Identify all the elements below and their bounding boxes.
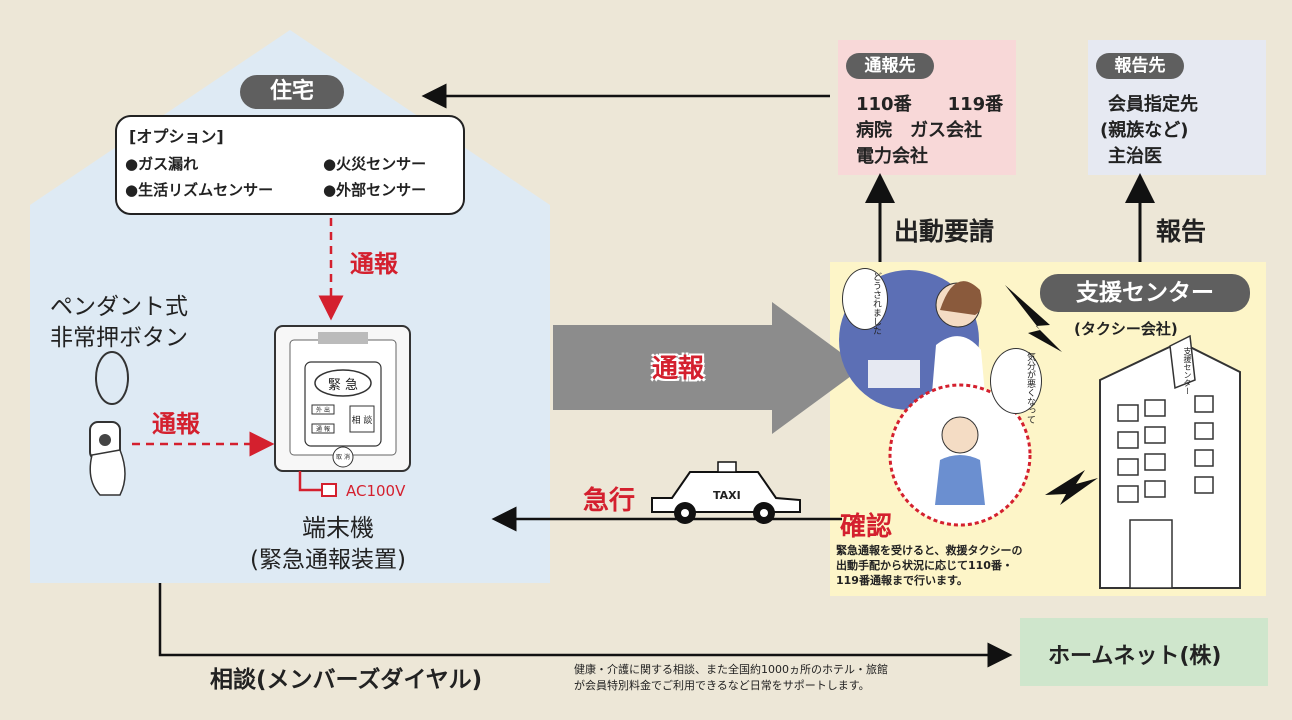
operator-speech-text: どうされました bbox=[871, 272, 881, 335]
hokokusaki-label: 報告先 bbox=[1096, 53, 1184, 79]
patient-speech-bubble bbox=[990, 348, 1042, 414]
dispatch-request-label: 出動要請 bbox=[894, 217, 995, 246]
house-label: 住宅 bbox=[240, 75, 344, 109]
homenet-label: ホームネット(株) bbox=[1048, 644, 1222, 669]
consult-label: 相談(メンバーズダイヤル) bbox=[210, 667, 483, 693]
signal-bolt-2 bbox=[1045, 470, 1098, 505]
report-top-label: 通報 bbox=[350, 250, 398, 278]
power-cord bbox=[298, 471, 322, 492]
building-sign: 支援センター bbox=[1183, 347, 1192, 395]
homenet-box bbox=[1020, 618, 1268, 686]
option-fire-sensor: ●火災センサー bbox=[323, 155, 427, 173]
consult-line bbox=[158, 583, 1013, 668]
pendant-button-illustration bbox=[89, 351, 129, 496]
report-big-label: 通報 bbox=[652, 354, 705, 384]
terminal-subname: (緊急通報装置) bbox=[250, 547, 406, 573]
hokokusaki-line-2: (親族など) bbox=[1100, 120, 1189, 141]
tsuhosaki-line-1: 110番 119番 bbox=[856, 94, 1004, 115]
consult-desc-2: が会員特別料金でご利用できるなど日常をサポートします。 bbox=[574, 679, 870, 692]
support-center-building bbox=[1099, 334, 1241, 589]
ac-power-label: AC100V bbox=[346, 482, 406, 500]
terminal-name: 端末機 bbox=[302, 514, 374, 542]
pendant-label-2: 非常押ボタン bbox=[50, 325, 188, 351]
emergency-button-label: 緊 急 bbox=[327, 378, 359, 393]
plug-icon bbox=[321, 483, 337, 497]
tsuhosaki-line-2: 病院 ガス会社 bbox=[856, 120, 982, 141]
options-title: [オプション] bbox=[129, 127, 224, 146]
center-description: 緊急通報を受けると、救援タクシーの出動手配から状況に応じて110番・119番通報… bbox=[836, 544, 1023, 587]
tsuhosaki-line-3: 電力会社 bbox=[856, 146, 928, 167]
terminal-device bbox=[274, 325, 411, 472]
hokokusaki-line-3: 主治医 bbox=[1108, 146, 1162, 167]
option-life-rhythm-sensor: ●生活リズムセンサー bbox=[125, 181, 274, 199]
confirm-label: 確認 bbox=[840, 512, 893, 542]
report-button-label: 通 報 bbox=[316, 426, 330, 433]
rush-label: 急行 bbox=[583, 486, 636, 516]
support-center-sub: (タクシー会社) bbox=[1074, 320, 1178, 338]
big-report-arrow bbox=[553, 302, 862, 434]
taxi-illustration bbox=[651, 461, 801, 524]
signal-bolt-1 bbox=[1005, 285, 1062, 352]
hokokusaki-line-1: 会員指定先 bbox=[1108, 94, 1198, 115]
options-box: [オプション] ●ガス漏れ ●火災センサー ●生活リズムセンサー ●外部センサー bbox=[115, 115, 465, 215]
support-center-label: 支援センター bbox=[1040, 274, 1250, 312]
option-external-sensor: ●外部センサー bbox=[323, 181, 427, 199]
goingout-button-label: 外 出 bbox=[316, 407, 330, 414]
cancel-button-label: 取 消 bbox=[336, 454, 350, 461]
consult-button-label: 相 談 bbox=[351, 416, 373, 426]
taxi-sign: TAXI bbox=[713, 489, 741, 502]
option-gas-leak: ●ガス漏れ bbox=[125, 155, 199, 173]
report-left-label: 通報 bbox=[152, 410, 200, 438]
pendant-label-1: ペンダント式 bbox=[50, 294, 188, 320]
consult-desc-1: 健康・介護に関する相談、また全国約1000ヵ所のホテル・旅館 bbox=[574, 663, 888, 676]
tsuhosaki-label: 通報先 bbox=[846, 53, 934, 79]
operator-speech-bubble bbox=[842, 268, 888, 330]
report-label: 報告 bbox=[1156, 217, 1207, 246]
patient-speech-text: 気分が悪くなって bbox=[1025, 352, 1035, 424]
